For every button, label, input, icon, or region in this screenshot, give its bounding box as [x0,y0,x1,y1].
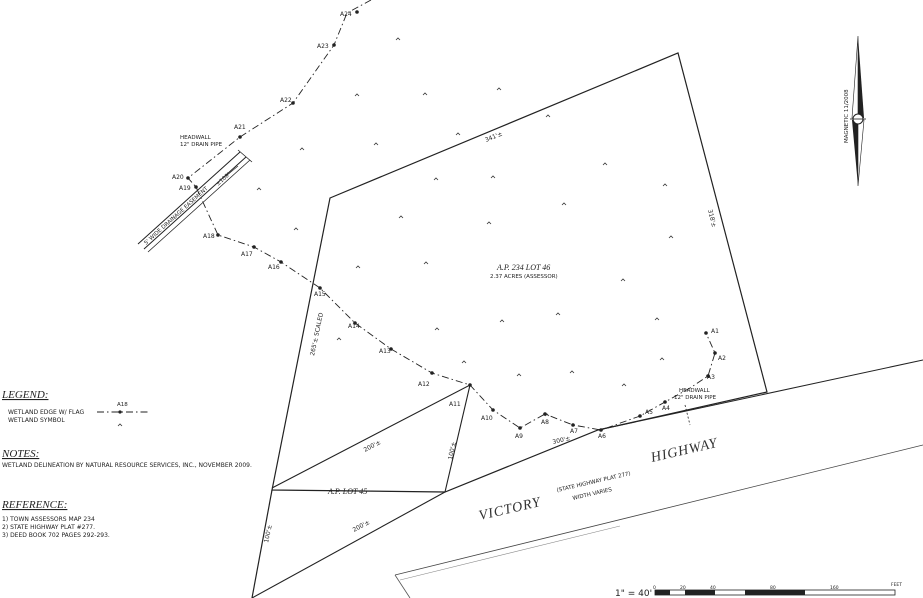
scale-tick-0: 0 [653,585,656,591]
flag-a14: A14 [348,323,360,330]
flag-a22: A22 [280,97,292,104]
highway-south-edge-2 [399,525,621,581]
reference-item-1: 1) TOWN ASSESSORS MAP 234 [2,516,95,523]
flag-a9: A9 [515,433,523,440]
easement-label: 5' WIDE DRAINAGE EASEMENT [143,186,210,247]
legend-symbol-label: WETLAND SYMBOL [8,417,65,424]
lot-46-dim-west: 265'± SCALED [309,312,325,357]
lot-45-boundary [271,383,471,493]
legend-heading: LEGEND: [1,389,48,401]
driveway-edge [394,574,411,598]
scale-tick-160: 160 [830,585,839,591]
north-arrow-label: MAGNETIC 11/2008 [844,89,850,143]
flag-a15: A15 [314,291,326,298]
road-name-victory: VICTORY [478,495,544,524]
notes-heading: NOTES: [1,448,39,460]
legend-sample-flag: A18 [117,402,128,408]
lot-45-dim-bottom: 200'± [352,519,371,534]
easement-width: ±100' [215,172,231,188]
reference-item-3: 3) DEED BOOK 702 PAGES 292-293. [2,532,110,539]
reference-heading: REFERENCE: [1,499,67,511]
scale-tick-40: 40 [710,585,716,591]
notes-line1: WETLAND DELINEATION BY NATURAL RESOURCE … [2,462,252,469]
flag-a6: A6 [598,433,606,440]
lot-46-dim-south: 300'± [552,435,571,446]
lot-45-dim-top: 200'± [363,439,382,454]
flag-a8: A8 [541,419,549,426]
flag-a13: A13 [379,348,391,355]
road-name-highway: HIGHWAY [649,436,721,466]
flag-a19: A19 [179,185,191,192]
highway-north-edge [597,359,923,431]
flag-a11: A11 [449,401,461,408]
lot-45-title: A.P. LOT 45 [327,487,367,496]
drain-pipe-se [684,404,691,426]
flag-a2: A2 [718,355,726,362]
headwall-se-line2: 12" DRAIN PIPE [674,395,717,401]
highway-south-edge [394,444,923,576]
scale-bar: 1" = 40' 0 20 40 80 160 FEET [615,582,902,598]
wetland-flags [186,10,717,432]
flag-a16: A16 [268,264,280,271]
scale-label: 1" = 40' [615,589,652,598]
scale-unit: FEET [891,582,902,588]
flag-a12: A12 [418,381,430,388]
west-boundary-extension [251,489,273,598]
headwall-nw-line2: 12" DRAIN PIPE [180,142,223,148]
scale-tick-80: 80 [770,585,776,591]
flag-a3: A3 [707,374,715,381]
lot-46-title: A.P. 234 LOT 46 [496,263,550,272]
headwall-se-line1: HEADWALL [679,388,711,394]
flag-a24: A24 [340,11,352,18]
lot-46-area: 2.37 ACRES (ASSESSOR) [490,274,558,280]
flag-a17: A17 [241,251,253,258]
legend: LEGEND: A18 WETLAND EDGE W/ FLAG WETLAND… [1,389,148,427]
headwall-nw-line1: HEADWALL [180,135,212,141]
flag-a18: A18 [203,233,215,240]
lot-46-boundary [271,52,768,493]
flag-a21: A21 [234,124,246,131]
wetland-edge-line [187,0,716,431]
flag-labels: A1 A2 A3 A4 A5 A6 A7 A8 A9 A10 A11 A12 A… [172,11,726,440]
north-arrow-icon [850,35,866,187]
easement-arrow [225,165,239,177]
scale-tick-20: 20 [680,585,686,591]
flag-a10: A10 [481,415,493,422]
flag-a4: A4 [662,405,670,412]
flag-a5: A5 [645,409,653,416]
reference: REFERENCE: 1) TOWN ASSESSORS MAP 234 2) … [1,499,110,539]
flag-a7: A7 [570,428,578,435]
flag-a1: A1 [711,328,719,335]
flag-a20: A20 [172,174,184,181]
reference-item-2: 2) STATE HIGHWAY PLAT #277. [2,524,95,531]
wetland-symbols [256,37,674,417]
lot-45-south-line [251,491,446,598]
drainage-easement [137,149,253,253]
road-plat-line2: WIDTH VARIES [572,487,613,502]
flag-a23: A23 [317,43,329,50]
lot-45-dim-right: 100'± [447,441,458,460]
notes: NOTES: WETLAND DELINEATION BY NATURAL RE… [1,448,252,469]
lot-46-dim-east: 318'± [706,209,717,228]
lot-45-dim-left: 100'± [263,524,274,543]
legend-edge-label: WETLAND EDGE W/ FLAG [8,409,85,416]
